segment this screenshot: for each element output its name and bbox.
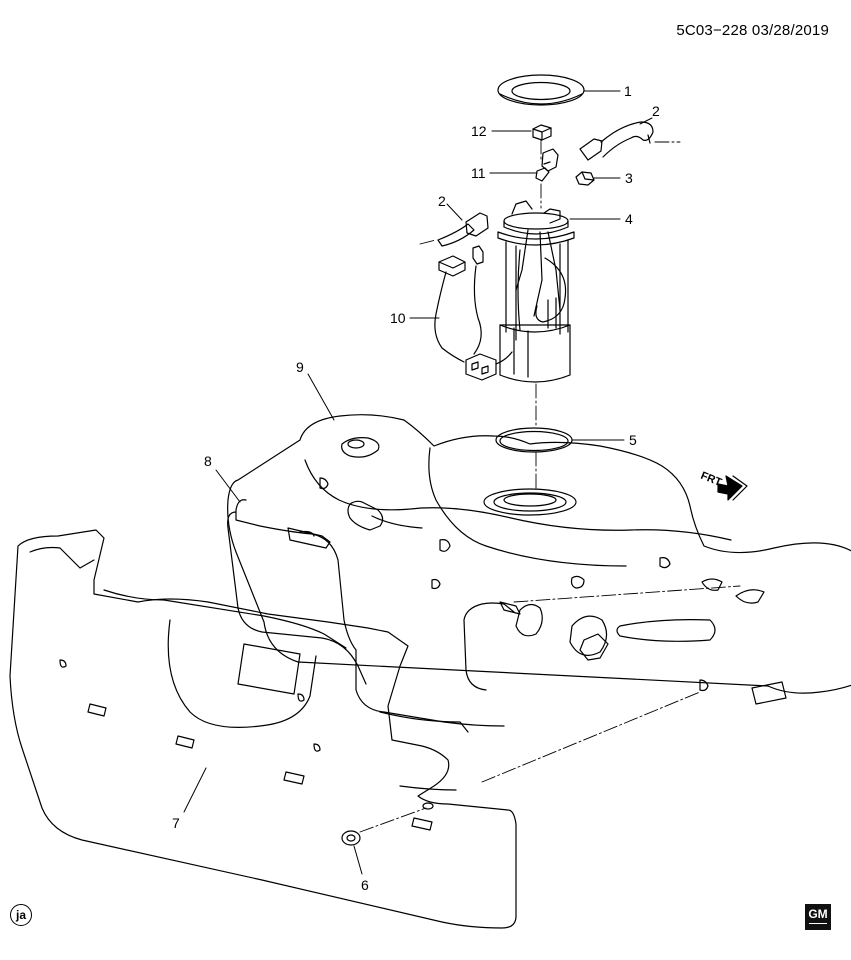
illustrator-badge: ja <box>10 904 32 926</box>
callout-1: 1 <box>624 83 632 99</box>
callout-6: 6 <box>361 877 369 893</box>
fuel-tank <box>227 414 851 705</box>
gm-logo: GM <box>805 904 831 930</box>
callout-10: 10 <box>390 310 406 326</box>
callout-9: 9 <box>296 359 304 375</box>
callout-5: 5 <box>629 432 637 448</box>
wiring-harness <box>434 245 513 381</box>
leader-lines <box>183 90 653 875</box>
pressure-sensor <box>535 148 559 182</box>
fuel-pump-module <box>497 200 575 383</box>
callout-2-upper: 2 <box>652 103 660 119</box>
sensor-cap <box>532 124 552 141</box>
gm-logo-underline <box>809 923 827 927</box>
callout-12: 12 <box>471 123 487 139</box>
assembly-centerlines <box>359 139 741 833</box>
fuel-line-lower <box>437 212 489 247</box>
front-direction-arrow-icon <box>717 475 748 501</box>
callout-7: 7 <box>172 815 180 831</box>
fuel-tank-shield <box>9 529 517 929</box>
fuel-line-upper <box>579 121 654 161</box>
callout-2-lower: 2 <box>438 193 446 209</box>
callout-11: 11 <box>471 165 486 181</box>
diagram-reference-code: 5C03−228 03/28/2019 <box>676 22 829 39</box>
fitting <box>575 171 595 186</box>
callout-8: 8 <box>204 453 212 469</box>
seal-ring <box>495 427 573 453</box>
grommet <box>341 830 361 846</box>
lock-ring <box>497 74 585 106</box>
front-direction-label: FRT <box>699 470 724 489</box>
gm-logo-text: GM <box>808 907 828 921</box>
fuel-tank-lines <box>227 499 521 727</box>
callout-4: 4 <box>625 211 633 227</box>
callout-3: 3 <box>625 170 633 186</box>
